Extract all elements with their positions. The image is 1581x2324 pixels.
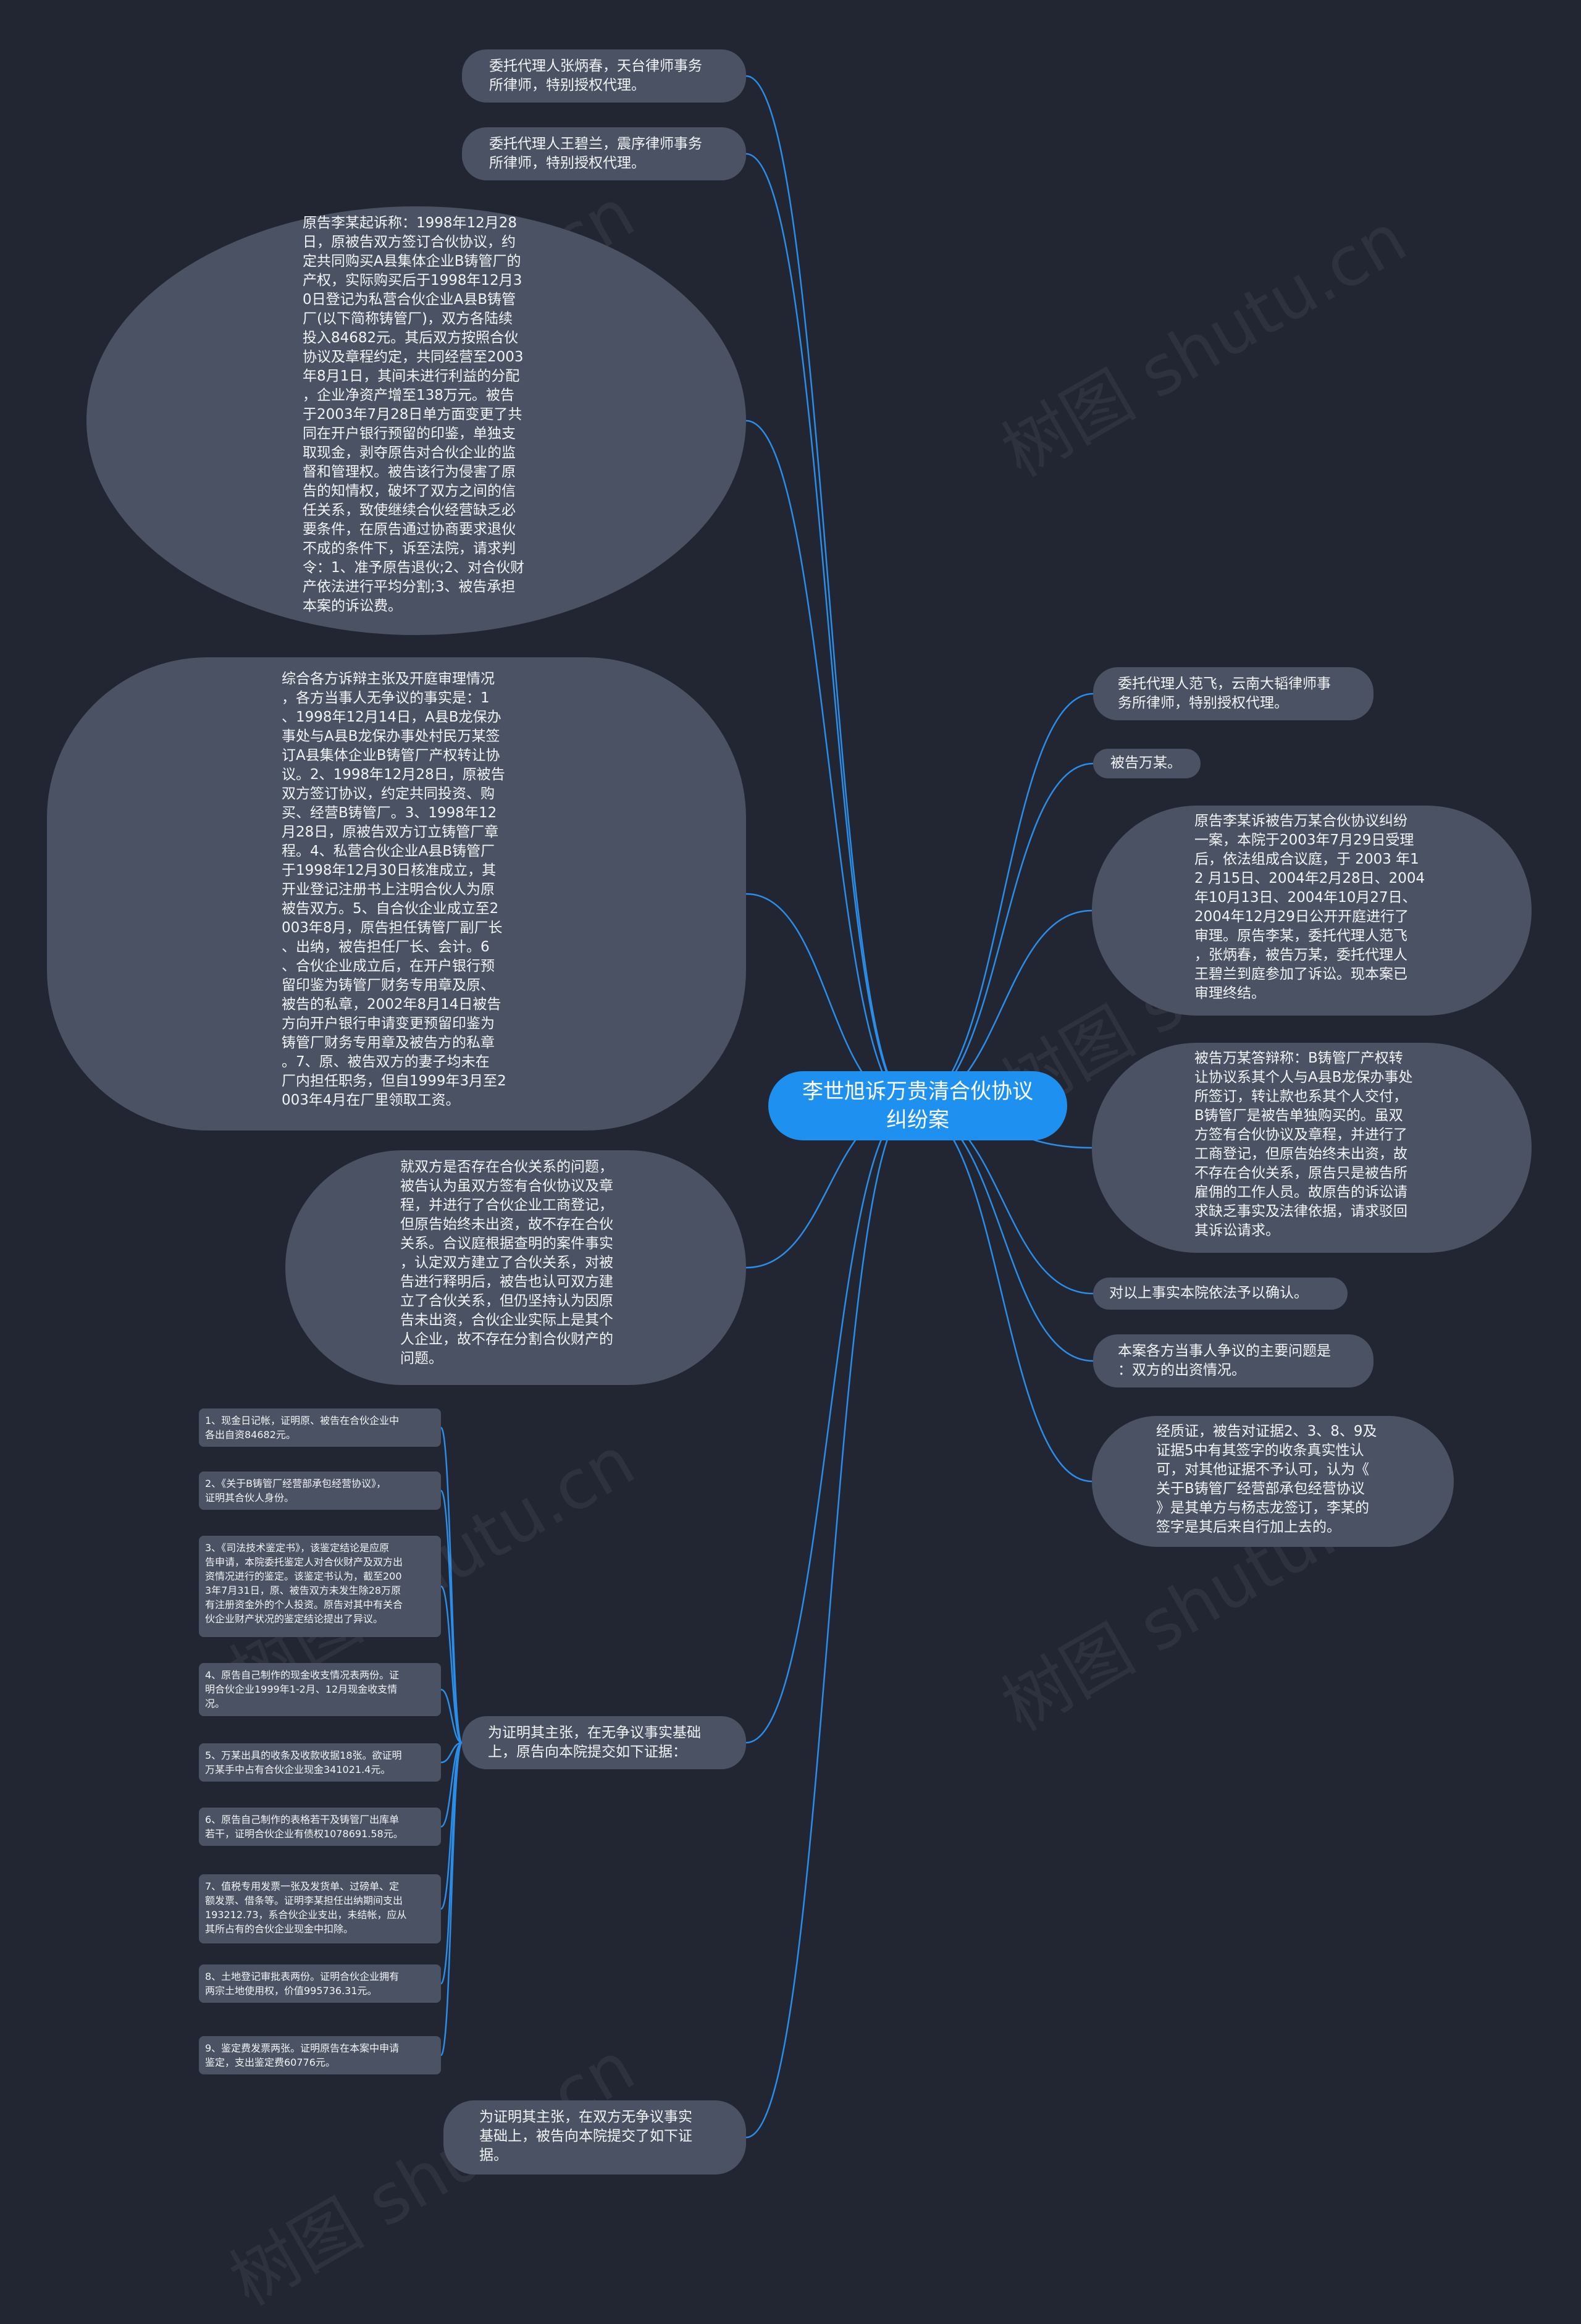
topic-agent-fan[interactable]: 委托代理人范飞，云南大韬律师事 务所律师，特别授权代理。 — [1093, 667, 1373, 720]
evidence-item[interactable]: 8、土地登记审批表两份。证明合伙企业拥有 两宗土地使用权，价值995736.31… — [199, 1964, 441, 2003]
connector-line — [745, 1105, 912, 2139]
evidence-connector — [440, 1489, 463, 1744]
evidence-item[interactable]: 2、《关于B铸管厂经营部承包经营协议》， 证明其合伙人身份。 — [199, 1471, 441, 1510]
connector-line — [911, 1105, 1094, 1362]
topic-case-acceptance[interactable]: 原告李某诉被告万某合伙协议纠纷 一案，本院于2003年7月29日受理 后，依法组… — [1092, 806, 1532, 1016]
evidence-connector — [440, 1741, 463, 1764]
topic-agent-zhang[interactable]: 委托代理人张炳春，天台律师事务 所律师，特别授权代理。 — [462, 49, 746, 103]
evidence-connector — [440, 1741, 463, 1828]
evidence-item[interactable]: 9、鉴定费发票两张。证明原告在本案中申请 鉴定，支出鉴定费60776元。 — [199, 2036, 441, 2074]
connector-line — [745, 419, 912, 1107]
topic-partnership-issue[interactable]: 就双方是否存在合伙关系的问题， 被告认为虽双方签有合伙协议及章 程，并进行了合伙… — [285, 1150, 746, 1385]
topic-facts-confirmed[interactable]: 对以上事实本院依法予以确认。 — [1093, 1278, 1348, 1310]
topic-defense-reply[interactable]: 被告万某答辩称：B铸管厂产权转 让协议系其个人与A县B龙保办事处 所签订，转让款… — [1092, 1043, 1532, 1253]
mind-map-canvas: 树图 shutu.cn 树图 shutu.cn 树图 shutu.cn 树图 s… — [47, 49, 1532, 2321]
evidence-item[interactable]: 6、原告自己制作的表格若干及铸管厂出库单 若干，证明合伙企业有债权1078691… — [199, 1808, 441, 1846]
evidence-connector — [440, 1426, 463, 1744]
connector-line — [911, 693, 1094, 1107]
topic-agent-wang[interactable]: 委托代理人王碧兰，震序律师事务 所律师，特别授权代理。 — [462, 127, 746, 180]
evidence-item[interactable]: 3、《司法技术鉴定书》，该鉴定结论是应原 告申请，本院委托鉴定人对合伙财产及双方… — [199, 1536, 441, 1637]
topic-plaintiff-claim[interactable]: 原告李某起诉称：1998年12月28 日，原被告双方签订合伙协议，约 定共同购买… — [86, 206, 746, 635]
topic-main-dispute[interactable]: 本案各方当事人争议的主要问题是 ：双方的出资情况。 — [1093, 1334, 1373, 1387]
evidence-item[interactable]: 7、值税专用发票一张及发货单、过磅单、定 额发票、借条等。证明李某担任出纳期间支… — [199, 1874, 441, 1943]
evidence-item[interactable]: 5、万某出具的收条及收款收据18张。欲证明 万某手中占有合伙企业现金341021… — [199, 1743, 441, 1782]
evidence-connector — [440, 1741, 463, 2057]
connector-line — [745, 1105, 912, 1744]
evidence-item[interactable]: 1、现金日记帐，证明原、被告在合伙企业中 各出自资84682元。 — [199, 1408, 441, 1447]
connector-line — [745, 75, 912, 1107]
topic-defendant[interactable]: 被告万某。 — [1093, 749, 1201, 778]
connector-line — [745, 153, 912, 1107]
evidence-connector — [440, 1585, 463, 1744]
connector-line — [911, 762, 1094, 1107]
topic-defendant-evidence[interactable]: 为证明其主张，在双方无争议事实 基础上，被告向本院提交了如下证 据。 — [443, 2100, 746, 2175]
topic-undisputed-facts[interactable]: 综合各方诉辩主张及开庭审理情况 ，各方当事人无争议的事实是：1 、1998年12… — [47, 657, 746, 1130]
connector-line — [911, 1105, 1092, 1483]
evidence-item[interactable]: 4、原告自己制作的现金收支情况表两份。证 明合伙企业1999年1-2月、12月现… — [199, 1663, 441, 1716]
topic-plaintiff-evidence[interactable]: 为证明其主张，在无争议事实基础 上，原告向本院提交如下证据： — [462, 1716, 746, 1769]
evidence-connector — [440, 1688, 463, 1744]
topic-cross-examination[interactable]: 经质证，被告对证据2、3、8、9及 证据5中有其签字的收条真实性认 可，对其他证… — [1092, 1416, 1454, 1547]
central-topic[interactable]: 李世旭诉万贵清合伙协议 纠纷案 — [768, 1071, 1067, 1140]
